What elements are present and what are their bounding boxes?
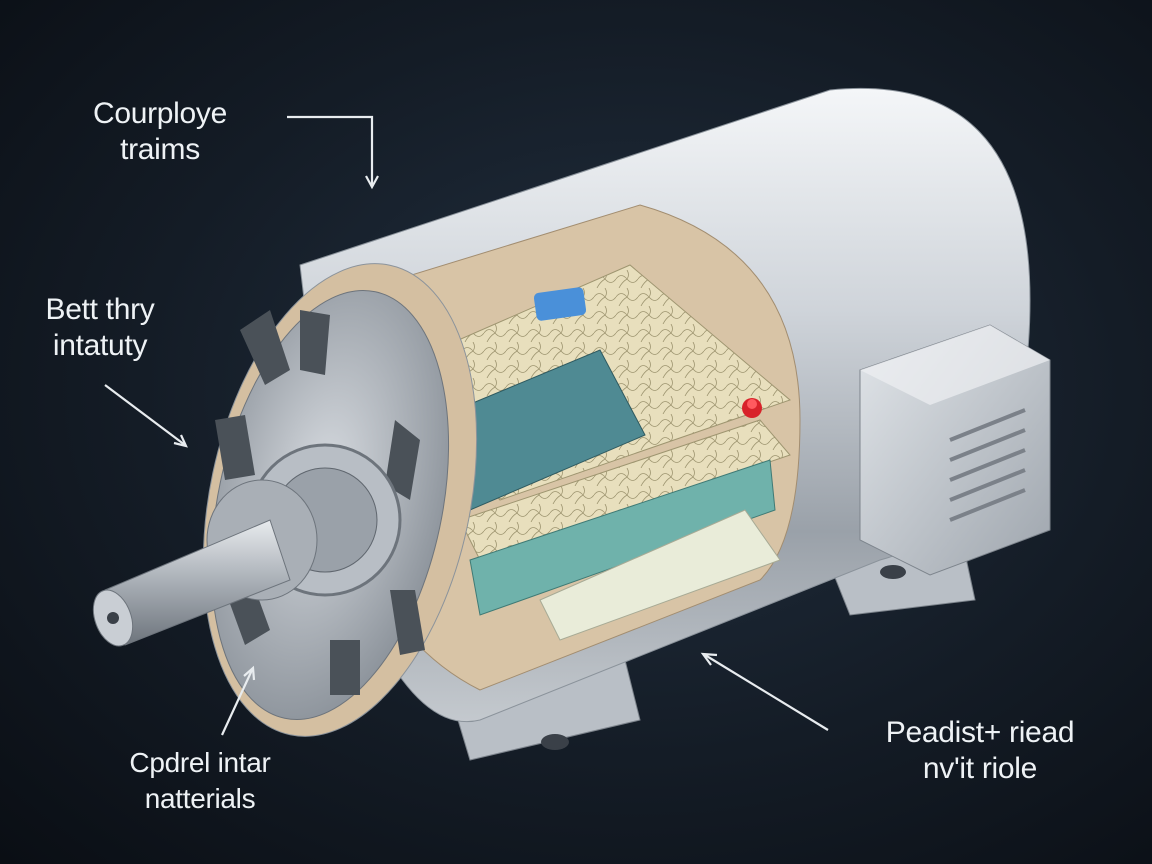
arrow-mid-left (104, 384, 186, 446)
arrow-top-left (287, 115, 374, 185)
label-top-left: Courploye traims (60, 96, 260, 168)
motor-shaft (92, 479, 318, 647)
label-mid-left-line2: intatuty (52, 329, 148, 362)
arrow-bottom-right (704, 654, 829, 731)
arrow-bottom-left (221, 669, 253, 736)
connector-block (533, 287, 587, 321)
core-layer (469, 459, 776, 616)
end-cap (202, 263, 478, 737)
terminal-box (859, 324, 1051, 576)
label-mid-left-line1: Bett thry (45, 293, 155, 326)
label-bottom-left-line2: natterials (144, 783, 256, 814)
label-mid-left: Bett thry intatuty (10, 292, 190, 364)
label-top-left-line2: traims (120, 133, 200, 166)
label-bottom-right-line2: nv'it riole (922, 752, 1038, 785)
label-top-left-line1: Courploye (92, 97, 228, 130)
annotation-arrows (104, 115, 829, 736)
label-bottom-left: Cpdrel intar natterials (95, 745, 305, 817)
label-bottom-right: Peadist+ riead nv'it riole (860, 715, 1100, 787)
base-layer (539, 509, 781, 641)
insulation-layer-mid (459, 419, 791, 561)
label-bottom-right-line1: Peadist+ riead (885, 716, 1075, 749)
label-bottom-left-line1: Cpdrel intar (129, 747, 271, 778)
cooling-vents (215, 310, 425, 695)
